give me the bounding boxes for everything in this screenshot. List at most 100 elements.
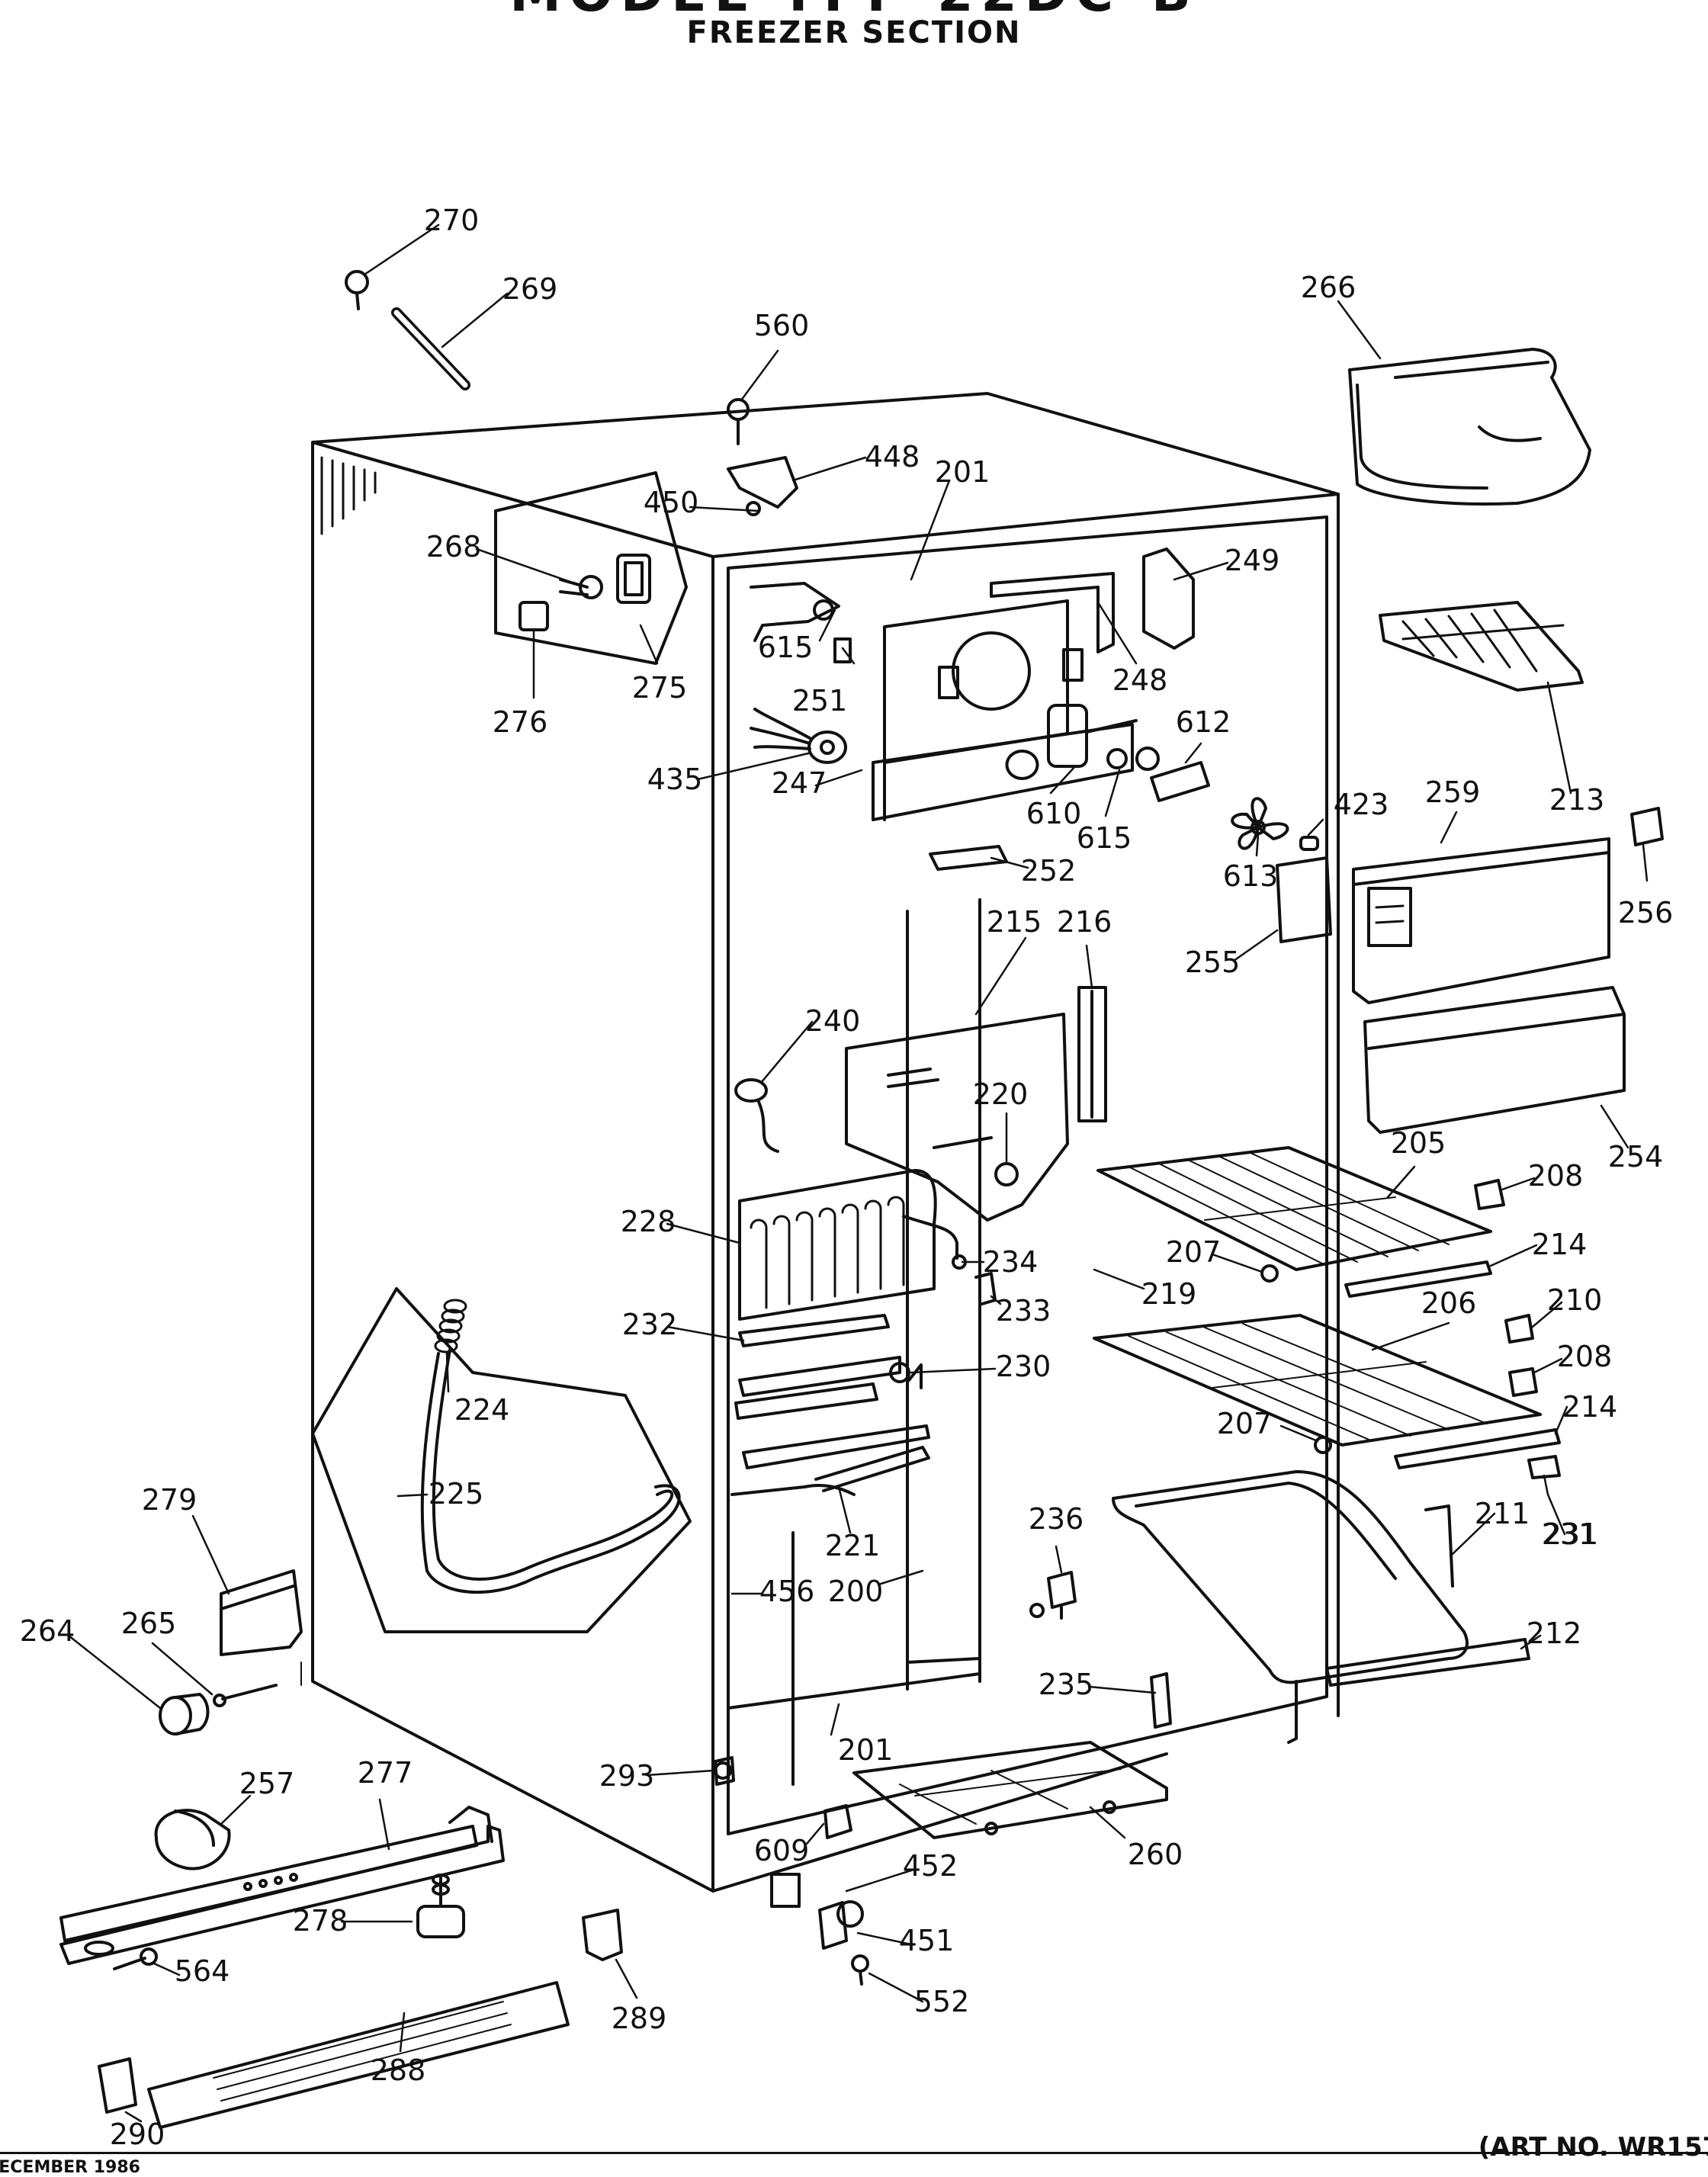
leveler-knob <box>154 1809 231 1870</box>
wire-shelf-lower <box>1093 1314 1561 1479</box>
part-label: 256 <box>1618 896 1674 930</box>
freezer-door-shelf <box>1276 807 1664 1004</box>
part-label: 613 <box>1223 859 1279 893</box>
part-label: 219 <box>1141 1277 1197 1311</box>
evaporator-coil <box>738 1169 997 1321</box>
part-label: 290 <box>110 2118 165 2151</box>
part-label: 609 <box>754 1834 810 1867</box>
part-label: 249 <box>1225 544 1280 577</box>
part-label: 207 <box>1166 1235 1222 1269</box>
fan-motor <box>1005 704 1210 802</box>
part-label: 220 <box>973 1077 1029 1111</box>
part-label: 205 <box>1391 1126 1446 1160</box>
part-label: 265 <box>121 1607 177 1640</box>
part-label: 450 <box>644 486 699 519</box>
evaporator-cover <box>750 547 1195 821</box>
part-label: 257 <box>239 1767 295 1800</box>
part-label: 293 <box>599 1759 655 1793</box>
control-panel <box>494 471 688 665</box>
part-label: 252 <box>1021 854 1077 888</box>
part-label: 612 <box>1176 705 1231 739</box>
part-label: 214 <box>1562 1390 1618 1424</box>
page-title: MODEL TFF-22DC-B <box>0 0 1708 24</box>
part-label: 247 <box>772 766 827 800</box>
part-label: 231 <box>1543 1517 1599 1551</box>
part-label: 615 <box>758 631 814 664</box>
part-label: 231 <box>1542 1517 1597 1551</box>
part-label: 451 <box>899 1924 955 1957</box>
part-label: 254 <box>1608 1140 1664 1174</box>
part-label: 234 <box>983 1245 1039 1279</box>
socket-and-wires <box>750 708 847 764</box>
part-label: 225 <box>429 1477 484 1511</box>
damper-control <box>416 1874 465 1938</box>
part-label: 200 <box>828 1575 884 1608</box>
part-label: 233 <box>996 1294 1051 1328</box>
part-label: 270 <box>424 204 480 237</box>
part-label: 264 <box>20 1614 75 1648</box>
part-label: 201 <box>838 1733 894 1767</box>
part-label: 201 <box>935 455 990 489</box>
part-label: 255 <box>1185 946 1241 979</box>
freezer-liner <box>727 515 1328 1835</box>
part-label: 269 <box>502 272 558 306</box>
ice-bucket <box>1348 348 1591 506</box>
part-label: 552 <box>914 1985 970 2018</box>
door-gasket-detail <box>311 1287 692 1633</box>
crisper-pan <box>852 1672 1172 1839</box>
part-label: 230 <box>996 1350 1051 1383</box>
part-label: 448 <box>865 440 920 474</box>
part-labels: 270 269 560 448 450 201 249 266 268 615 … <box>20 204 1674 2151</box>
drain-and-heater-rails <box>730 1314 930 1496</box>
part-label: 207 <box>1217 1407 1273 1440</box>
door-bin-front <box>1363 986 1626 1134</box>
part-label: 278 <box>293 1904 348 1938</box>
part-label: 560 <box>754 309 810 342</box>
part-label: 435 <box>647 763 703 796</box>
part-label: 210 <box>1547 1283 1603 1317</box>
part-label: 224 <box>454 1393 510 1427</box>
part-label: 248 <box>1112 663 1168 697</box>
thermostat-bracket <box>1029 1571 1077 1620</box>
part-label: 216 <box>1057 905 1112 939</box>
part-label: 240 <box>805 1004 861 1038</box>
leader-lines <box>67 223 1649 2123</box>
part-label: 277 <box>358 1756 413 1790</box>
fan-blade <box>1231 797 1289 850</box>
lower-hinge-parts <box>714 1756 869 1986</box>
part-label: 564 <box>175 1954 230 1988</box>
part-label: 214 <box>1532 1228 1588 1261</box>
part-label: 276 <box>493 705 548 739</box>
part-label: 275 <box>632 671 688 705</box>
grille <box>734 845 1107 1222</box>
wire-shelf-upper <box>1096 1146 1505 1298</box>
footer-date: DECEMBER 1986 <box>0 2158 140 2177</box>
top-hardware <box>345 270 798 516</box>
cabinet <box>300 392 1340 1893</box>
footer-rule <box>0 2152 1708 2154</box>
cabinet-side-wall <box>311 441 714 1893</box>
part-label: 456 <box>759 1575 815 1608</box>
ice-tray <box>1379 601 1584 692</box>
part-label: 211 <box>1475 1497 1530 1530</box>
part-label: 232 <box>622 1308 678 1341</box>
part-label: 235 <box>1039 1668 1094 1701</box>
part-label: 208 <box>1557 1340 1613 1373</box>
part-label: 288 <box>371 2053 426 2087</box>
part-label: 279 <box>142 1483 197 1517</box>
part-label: 423 <box>1334 788 1389 821</box>
part-label: 268 <box>426 530 482 564</box>
part-label: 452 <box>903 1849 958 1883</box>
door-hinge-bar <box>159 1569 303 1735</box>
bottom-rail <box>59 1806 505 1965</box>
part-label: 212 <box>1527 1617 1582 1650</box>
part-label: 208 <box>1528 1159 1584 1193</box>
part-label: 610 <box>1026 797 1082 830</box>
part-label: 251 <box>792 684 848 718</box>
part-label: 289 <box>612 2002 667 2035</box>
part-label: 221 <box>825 1529 881 1562</box>
part-label: 260 <box>1128 1838 1183 1871</box>
art-number: (ART NO. WR1571 <box>1478 2132 1708 2163</box>
